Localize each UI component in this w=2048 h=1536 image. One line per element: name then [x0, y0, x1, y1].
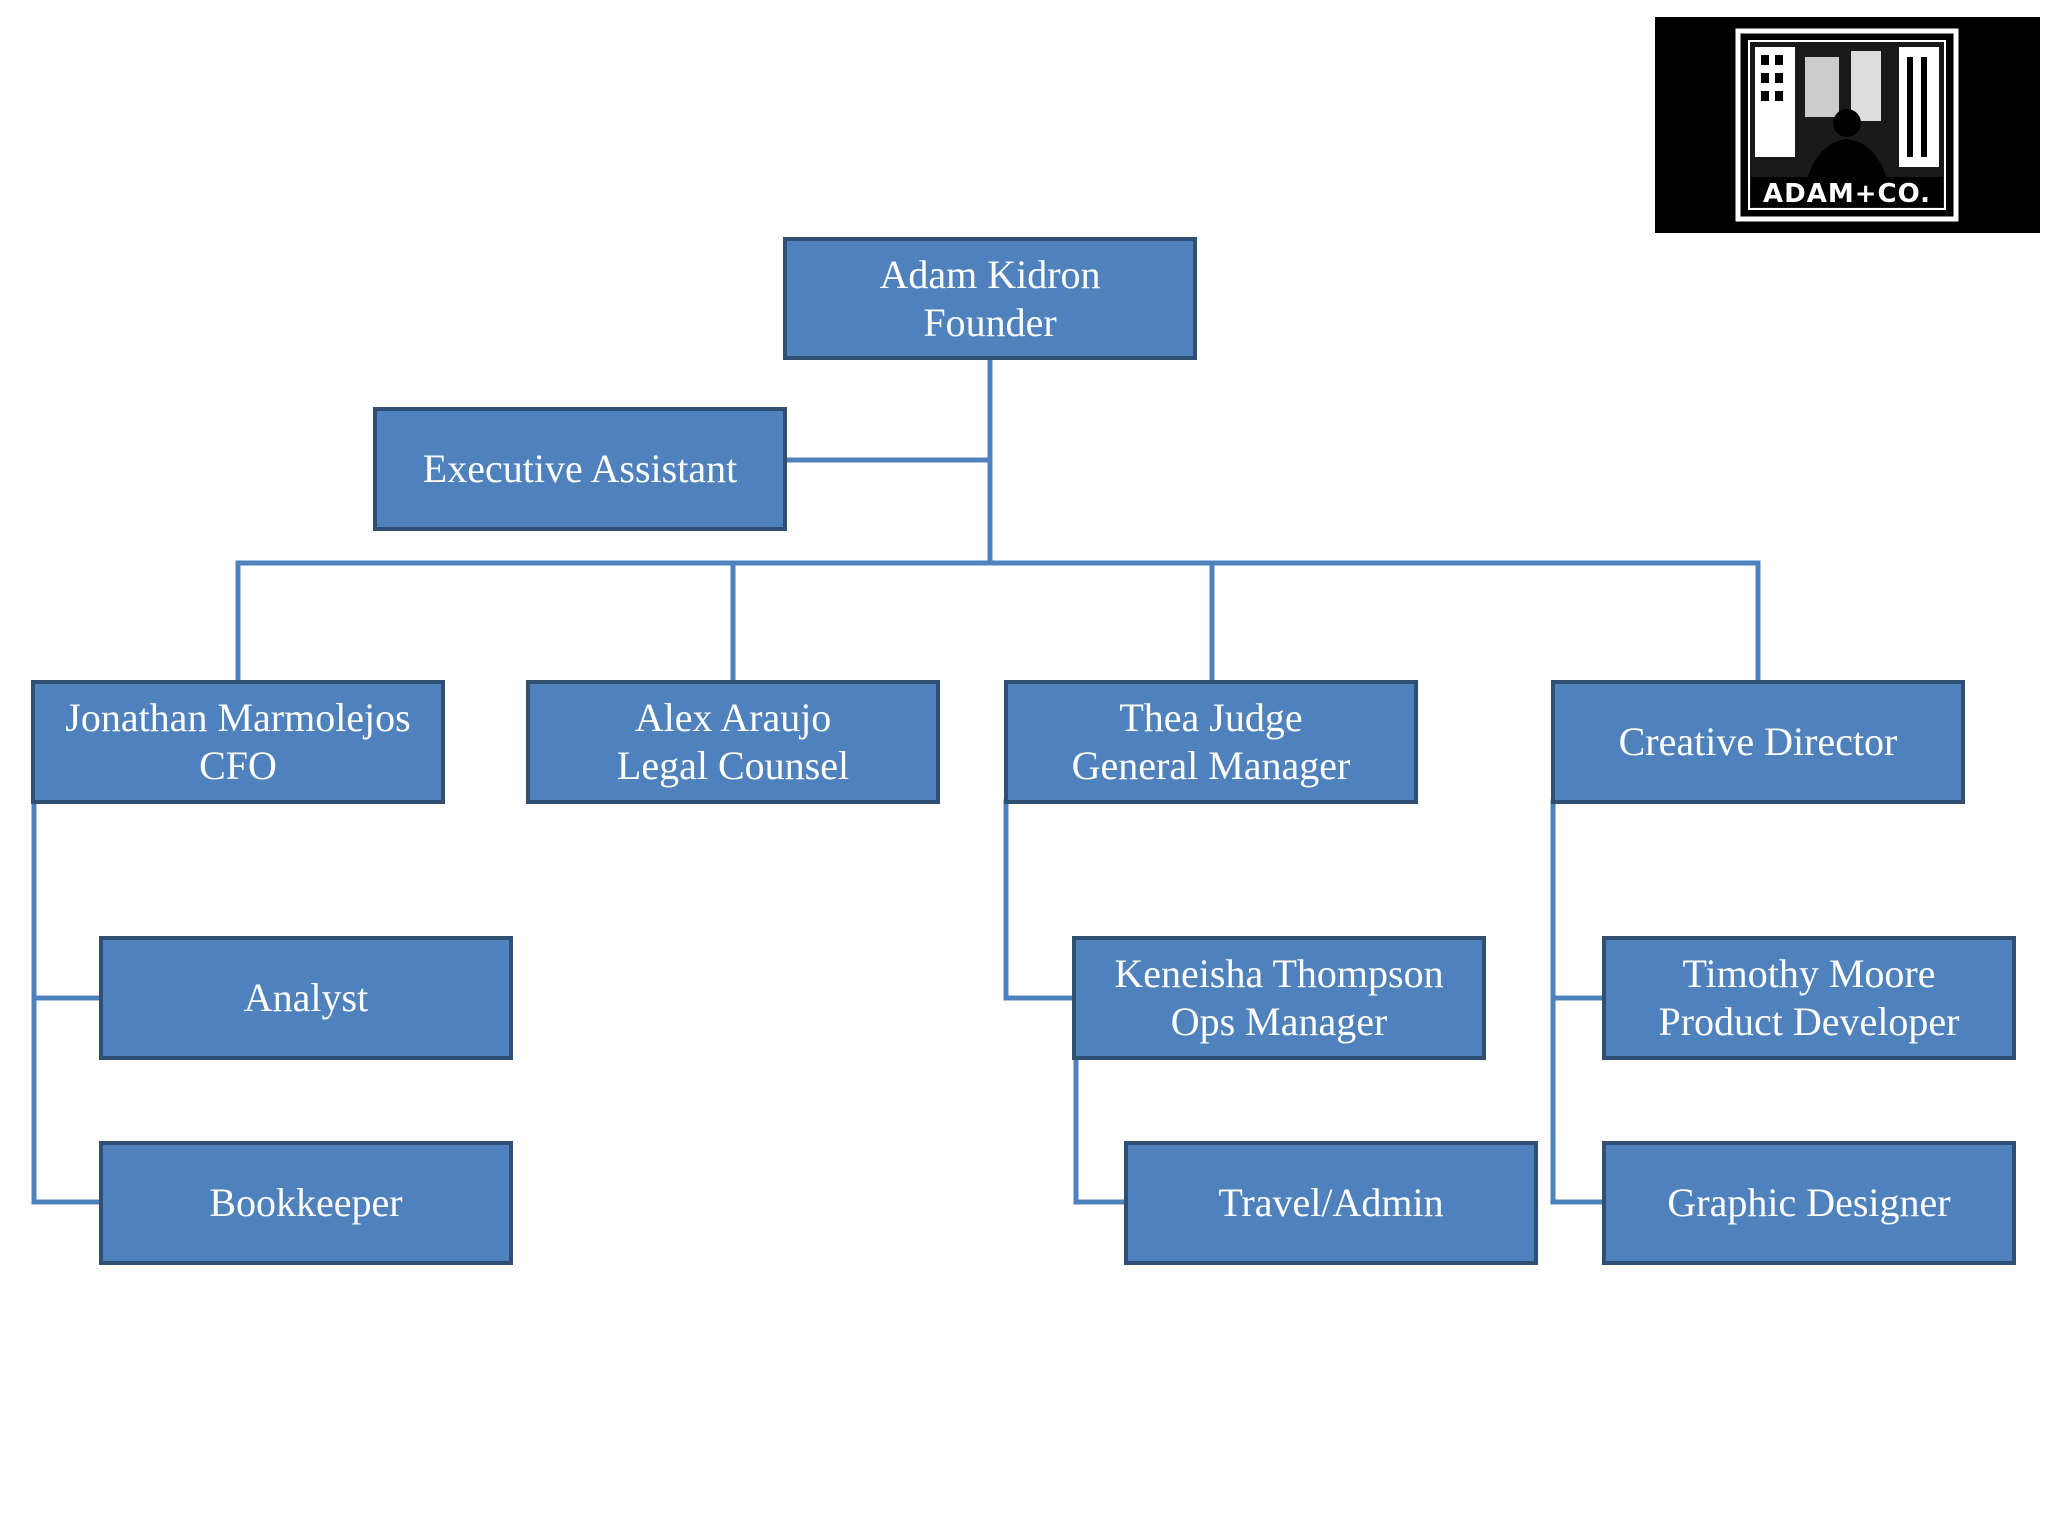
org-box-line: Adam Kidron	[879, 251, 1101, 297]
company-logo: ADAM+CO.	[1655, 17, 2040, 233]
org-box-line: CFO	[199, 743, 277, 788]
org-box-bookkeeper: Bookkeeper	[99, 1141, 513, 1265]
org-box-line: Founder	[923, 299, 1057, 345]
org-box-graphic-designer: Graphic Designer	[1602, 1141, 2016, 1265]
org-box-line: Legal Counsel	[616, 743, 850, 788]
org-box-line: Executive Assistant	[422, 446, 738, 491]
org-box-line: Creative Director	[1618, 719, 1898, 764]
org-box-line: Analyst	[243, 975, 369, 1020]
org-box-line: Thea Judge	[1119, 695, 1303, 740]
org-box-line: Graphic Designer	[1667, 1180, 1951, 1225]
org-box-line: General Manager	[1071, 743, 1351, 788]
org-box-analyst: Analyst	[99, 936, 513, 1060]
org-box-line: Product Developer	[1658, 999, 1960, 1044]
org-box-line: Ops Manager	[1170, 999, 1388, 1044]
adam-co-logo-icon	[1735, 28, 1959, 222]
org-box-line: Keneisha Thompson	[1114, 951, 1444, 996]
org-box-executive-assistant: Executive Assistant	[373, 407, 787, 531]
org-box-line: Alex Araujo	[634, 695, 832, 740]
org-box-line: Travel/Admin	[1218, 1180, 1444, 1225]
org-box-line: Timothy Moore	[1682, 951, 1936, 996]
org-box-travel-admin: Travel/Admin	[1124, 1141, 1538, 1265]
org-box-line: Bookkeeper	[209, 1180, 403, 1225]
org-box-creative-director: Creative Director	[1551, 680, 1965, 804]
logo-text: ADAM+CO.	[1763, 179, 1931, 209]
org-box-line: Jonathan Marmolejos	[65, 695, 411, 740]
